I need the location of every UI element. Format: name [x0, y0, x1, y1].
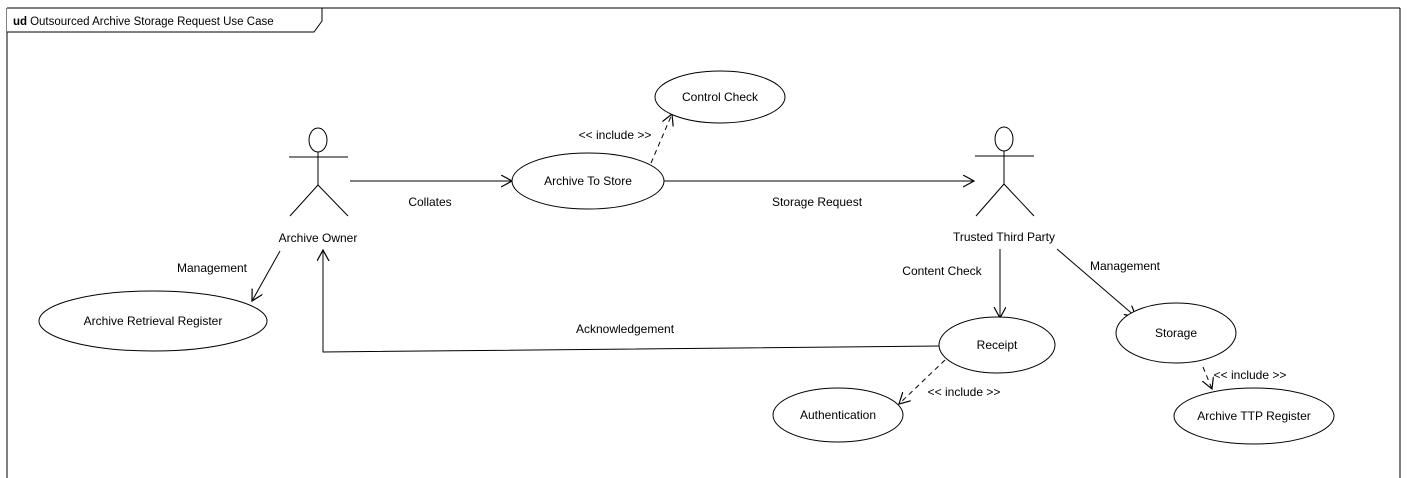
edge-label-collates: Collates [408, 195, 451, 209]
use-case-label-storage: Storage [1155, 326, 1197, 340]
use-case-authentication[interactable] [772, 387, 904, 443]
actor-label-trusted-third-party: Trusted Third Party [953, 230, 1055, 244]
use-case-label-archive-retrieval-register: Archive Retrieval Register [84, 314, 223, 328]
use-case-label-authentication: Authentication [800, 408, 876, 422]
actor-trusted-third-party[interactable] [975, 126, 1035, 217]
edge-include-authentication[interactable] [899, 359, 946, 404]
actor-head [994, 126, 1014, 152]
use-case-control-check[interactable] [654, 70, 786, 124]
edge-acknowledgement[interactable] [323, 250, 941, 353]
actor-label-archive-owner: Archive Owner [279, 231, 358, 245]
actor-left-leg [975, 183, 1005, 217]
use-case-label-archive-to-store: Archive To Store [544, 174, 632, 188]
use-case-label-control-check: Control Check [682, 90, 759, 104]
use-case-label-receipt: Receipt [977, 338, 1018, 352]
actor-right-leg [1003, 183, 1035, 217]
use-case-label-archive-ttp-register: Archive TTP Register [1197, 409, 1311, 423]
edge-label-include-archive-ttp-register: << include >> [1214, 368, 1287, 382]
edge-management-owner[interactable] [252, 250, 281, 301]
use-case-storage[interactable] [1115, 302, 1237, 364]
edge-label-storage-request: Storage Request [772, 195, 863, 209]
use-case-archive-retrieval-register[interactable] [38, 290, 268, 352]
use-case-archive-to-store[interactable] [511, 152, 665, 210]
edge-label-management-owner: Management [177, 261, 248, 275]
actor-right-leg [317, 184, 349, 217]
edge-label-management-ttp: Management [1090, 259, 1161, 273]
use-case-archive-ttp-register[interactable] [1173, 387, 1335, 445]
edge-include-control-check[interactable] [650, 114, 672, 164]
actor-archive-owner[interactable] [289, 127, 349, 217]
edge-include-archive-ttp-register[interactable] [1203, 366, 1212, 389]
edge-label-include-authentication: << include >> [928, 385, 1001, 399]
actor-head [308, 127, 328, 153]
frame-title-tab [7, 7, 323, 33]
edge-label-acknowledgement: Acknowledgement [576, 322, 675, 336]
edge-label-content-check: Content Check [902, 264, 982, 278]
edge-label-include-control-check: << include >> [579, 128, 652, 142]
edge-management-ttp[interactable] [1056, 248, 1136, 317]
actor-left-leg [289, 184, 319, 217]
use-case-receipt[interactable] [938, 316, 1056, 374]
